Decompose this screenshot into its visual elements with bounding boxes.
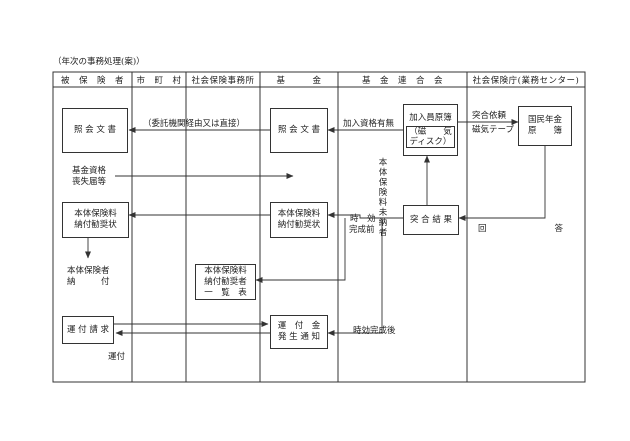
arrow-unpaid-to-fund [327,212,403,219]
national-pension-register: 国民年金 原 簿 [518,106,572,146]
arrow-after-statute [327,218,383,336]
column-header-municipality: 市 町 村 [136,75,182,86]
before-statute-label-2: 完成前 [349,225,375,235]
arrow-reply [458,146,546,221]
table-frame [52,71,586,383]
refund-notice: 運 付 金 発 生 通 知 [270,315,328,349]
payment-notice-list: 本体保険料 納付勧奨者 一 覧 表 [195,264,256,300]
insured-payment-label-2: 納 付 [67,277,110,287]
column-header-fund: 基 金 [276,75,322,86]
payment-notice-fund: 本体保険料 納付勧奨状 [270,202,328,238]
inquiry-document-insured: 照 会 文 書 [62,108,128,153]
refund-label: 運付 [108,352,126,362]
magnetic-tape-label: 磁気テープ [472,125,514,135]
refund-claim: 運 付 請 求 [62,316,114,344]
matching-result: 突 合 結 果 [403,205,459,235]
insured-payment-label-1: 本体保険者 [67,266,110,276]
member-master-register: 加入員原簿 （磁 気ディスク） [403,104,458,156]
via-agency-note: （委託機関経由又は直接） [143,119,246,129]
before-statute-label-1: 時 効 [350,214,376,224]
loss-report-label-1: 基金資格 [72,166,107,176]
column-header-insured: 被 保 険 者 [60,75,124,86]
column-header-social-insurance-agency: 社会保険庁(業務センター) [472,75,580,86]
loss-report-label-2: 喪失届等 [72,177,107,187]
match-request-label: 突合依頼 [472,111,507,121]
column-header-fund-federation: 基 金 連 合 会 [361,75,443,86]
column-header-social-insurance-office: 社会保険事務所 [191,75,255,86]
eligibility-label: 加入資格有無 [343,119,395,129]
diagram-caption: （年次の事務処理(案)） [53,57,145,67]
after-statute-label: 時効完成後 [353,326,396,336]
unpaid-members-label: 本体保険料未納者 [378,158,388,238]
payment-notice-insured: 本体保険料 納付勧奨状 [62,202,129,238]
inquiry-document-fund: 照 会 文 書 [270,108,328,153]
arrow-to-list [255,218,346,283]
reply-label: 回 答 [478,224,564,234]
